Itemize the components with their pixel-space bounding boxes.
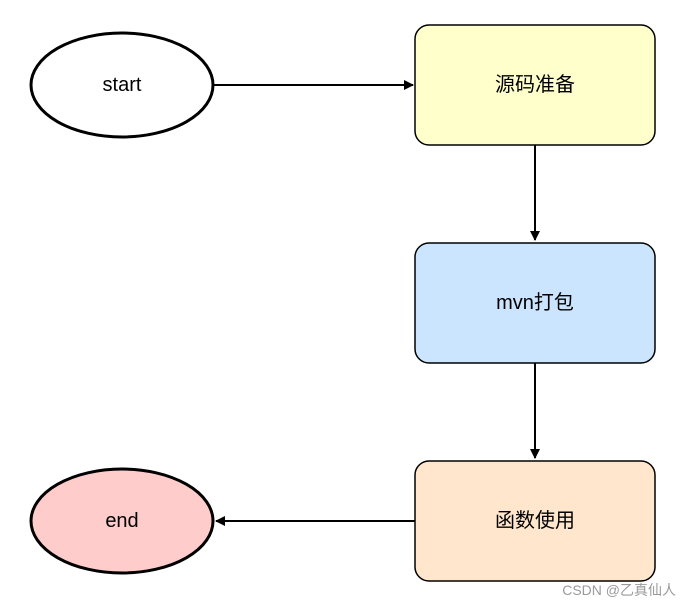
- node-source-prep-label: 源码准备: [495, 73, 575, 96]
- node-mvn-package: mvn打包: [414, 242, 656, 364]
- node-start-label: start: [103, 74, 142, 96]
- node-function-use-shape: [414, 460, 656, 582]
- node-function-use: 函数使用: [414, 460, 656, 582]
- node-function-use-label: 函数使用: [495, 509, 575, 532]
- node-end-label: end: [105, 510, 138, 532]
- node-end-shape: [29, 467, 215, 575]
- node-source-prep-shape: [414, 24, 656, 146]
- node-end: end: [29, 467, 215, 575]
- node-mvn-package-shape: [414, 242, 656, 364]
- node-start: start: [29, 31, 215, 139]
- node-source-prep: 源码准备: [414, 24, 656, 146]
- watermark-text: CSDN @乙真仙人: [562, 582, 676, 598]
- node-mvn-package-label: mvn打包: [496, 291, 574, 314]
- node-start-shape: [29, 31, 215, 139]
